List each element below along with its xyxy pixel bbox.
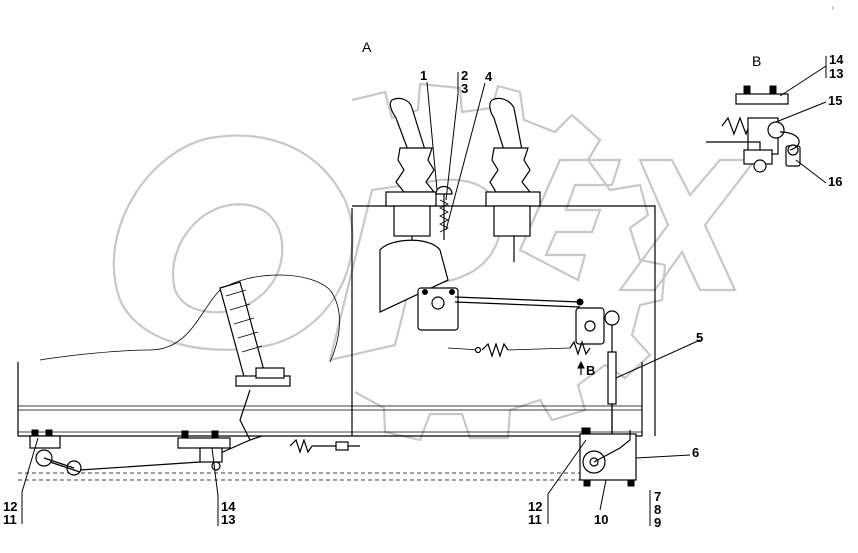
right-joystick — [485, 97, 541, 262]
callout-7: 7 — [654, 489, 661, 504]
view-label-a: A — [362, 39, 372, 55]
center-knob-assembly — [435, 185, 453, 240]
callout-2: 2 — [461, 68, 468, 83]
center-linkage — [379, 239, 620, 345]
callout-14-mid: 14 — [221, 499, 236, 514]
callout-14-detail: 14 — [829, 52, 844, 67]
callout-6: 6 — [692, 445, 699, 460]
view-b-arrow-label: B — [586, 363, 595, 378]
callouts: 1 2 3 4 5 6 7 8 9 10 12 11 14 13 12 11 1… — [3, 52, 844, 530]
callout-12-left: 12 — [3, 499, 17, 514]
callout-13-mid: 13 — [221, 512, 235, 527]
callout-4: 4 — [485, 69, 493, 84]
callout-3: 3 — [461, 81, 468, 96]
callout-16: 16 — [828, 174, 842, 189]
base-frame — [17, 205, 656, 481]
callout-9: 9 — [654, 515, 661, 530]
callout-11-left: 11 — [3, 512, 17, 527]
callout-12-right: 12 — [528, 499, 542, 514]
view-label-b: B — [752, 53, 761, 69]
callout-8: 8 — [654, 502, 661, 517]
return-spring — [447, 340, 591, 358]
callout-13-detail: 13 — [829, 66, 843, 81]
watermark-text: OPEX — [200, 159, 203, 161]
figure-code: I — [832, 6, 833, 12]
callout-1: 1 — [420, 68, 427, 83]
callout-10: 10 — [594, 512, 608, 527]
right-lever-assembly — [579, 427, 637, 487]
middle-bracket — [177, 430, 360, 471]
left-joystick — [385, 97, 437, 248]
leader-lines — [21, 56, 827, 526]
foot-pedal — [219, 281, 291, 441]
detail-view-b — [706, 85, 801, 173]
vertical-rod — [607, 325, 617, 440]
view-b-arrow: B — [577, 360, 595, 378]
callout-15: 15 — [828, 93, 842, 108]
callout-11-right: 11 — [528, 512, 542, 527]
callout-5: 5 — [696, 330, 703, 345]
watermark-logo: OPEX — [112, 82, 758, 442]
